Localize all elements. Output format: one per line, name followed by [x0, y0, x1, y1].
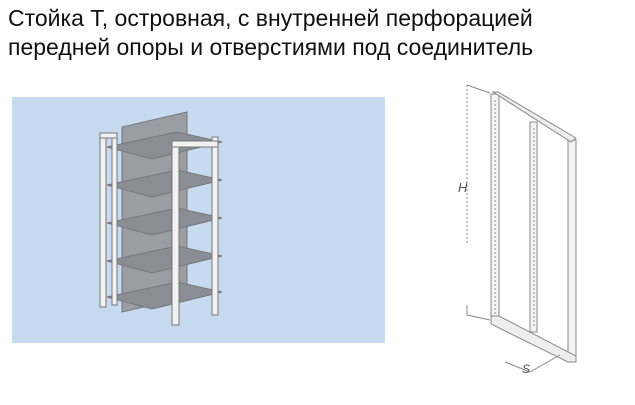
title-line-2: передней опоры и отверстиями под соедини… [8, 34, 534, 60]
height-dimension-label: H [458, 180, 468, 195]
title-line-1: Стойка Т, островная, с внутренней перфор… [8, 5, 533, 31]
page-title: Стойка Т, островная, с внутренней перфор… [8, 4, 533, 62]
technical-drawing: H S [430, 80, 630, 400]
width-dimension-label: S [522, 362, 530, 376]
shelving-unit-illustration [12, 97, 385, 343]
